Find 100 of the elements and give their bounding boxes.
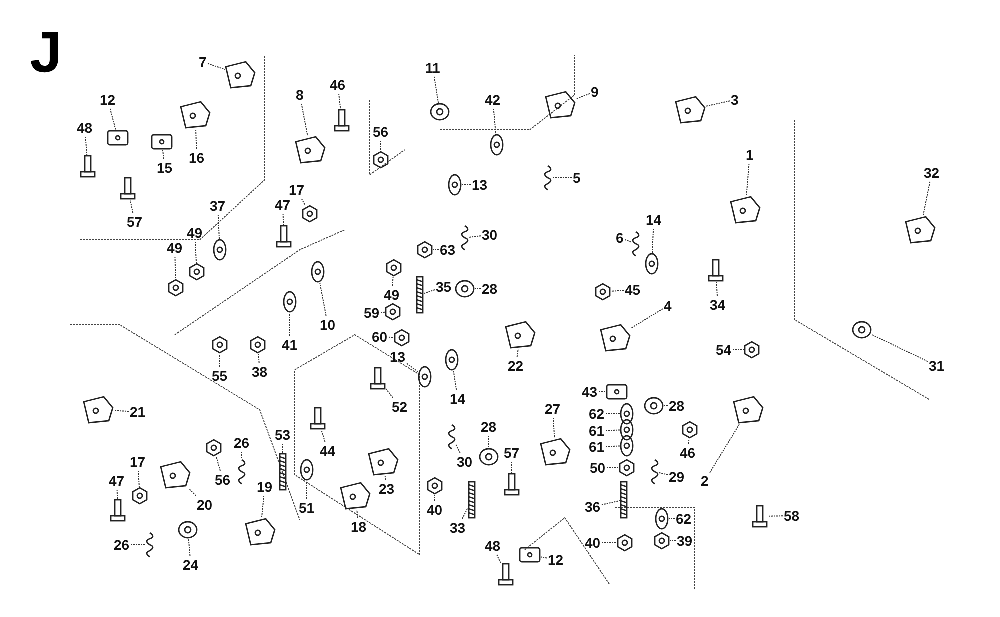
washer [448,174,462,196]
callout-number: 30 [482,227,498,243]
callout-number: 29 [669,469,685,485]
bracket [905,216,936,244]
bracket [733,396,764,424]
bolt [752,505,768,528]
callout-number: 58 [784,508,800,524]
callout-number: 26 [234,435,250,451]
washer [418,366,432,388]
callout-number: 30 [457,454,473,470]
leader-line [746,164,750,196]
nut [744,341,760,359]
nut [682,421,698,439]
plate [107,130,129,146]
washer [490,134,504,156]
callout-number: 50 [590,460,606,476]
callout-number: 9 [591,84,599,100]
washer [645,253,659,275]
leader-line [188,488,197,496]
leader-line [922,182,931,216]
callout-number: 6 [616,230,624,246]
bolt [110,499,126,522]
nut [386,259,402,277]
callout-number: 45 [625,282,641,298]
callout-number: 40 [585,535,601,551]
callout-number: 32 [924,165,940,181]
callout-number: 22 [508,358,524,374]
callout-number: 40 [427,502,443,518]
nut [619,459,635,477]
leader-line [174,256,176,280]
plate [519,547,541,563]
callout-number: 26 [114,537,130,553]
leader-line [85,136,88,156]
callout-number: 49 [384,287,400,303]
nut [212,336,228,354]
leader-line [434,494,436,502]
leader-line [321,430,326,442]
bracket [83,396,114,424]
bracket [340,482,371,510]
callout-number: 49 [187,225,203,241]
spring [146,532,154,558]
leader-line [110,108,116,130]
leader-line [606,430,620,432]
callout-number: 62 [589,406,605,422]
leader-line [216,456,221,472]
callout-number: 56 [215,472,231,488]
nut [373,151,389,169]
bracket [245,518,276,546]
callout-number: 48 [485,538,501,554]
leader-line [610,290,624,292]
leader-line [301,104,308,136]
callout-number: 63 [440,242,456,258]
leader-line [194,242,198,264]
callout-number: 12 [100,92,116,108]
bolt [276,225,292,248]
nut [168,279,184,297]
callout-number: 31 [929,358,945,374]
callout-number: 4 [664,298,672,314]
bracket [730,196,761,224]
spring [448,424,456,450]
leader-line [652,228,654,254]
collar [644,397,664,415]
leader-line [468,236,482,238]
washer [655,508,669,530]
leader-line [576,93,590,100]
leader-line [453,370,458,390]
callout-number: 15 [157,160,173,176]
nut [385,303,401,321]
callout-number: 41 [282,337,298,353]
washer [620,435,634,457]
bolt [504,473,520,496]
leader-line [261,496,265,518]
leader-line [380,312,386,314]
leader-line [493,108,497,134]
callout-number: 18 [351,519,367,535]
callout-number: 28 [481,419,497,435]
leader-line [424,290,436,294]
callout-number: 17 [130,454,146,470]
callout-number: 12 [548,552,564,568]
leader-line [602,500,620,506]
callout-number: 28 [482,281,498,297]
bracket [505,321,536,349]
bolt [370,367,386,390]
callout-number: 47 [275,197,291,213]
leader-line [434,76,440,104]
nut [394,329,410,347]
leader-line [624,239,632,243]
nut [427,477,443,495]
callout-number: 35 [436,279,452,295]
leader-line [456,444,461,454]
callout-number: 27 [545,401,561,417]
leader-line [716,282,718,296]
leader-line [130,544,146,546]
leader-line [188,538,191,556]
callout-number: 33 [450,520,466,536]
callout-number: 24 [183,557,199,573]
leader-line [706,100,730,108]
callout-number: 14 [450,391,466,407]
plate [606,384,628,400]
callout-number: 52 [392,399,408,415]
